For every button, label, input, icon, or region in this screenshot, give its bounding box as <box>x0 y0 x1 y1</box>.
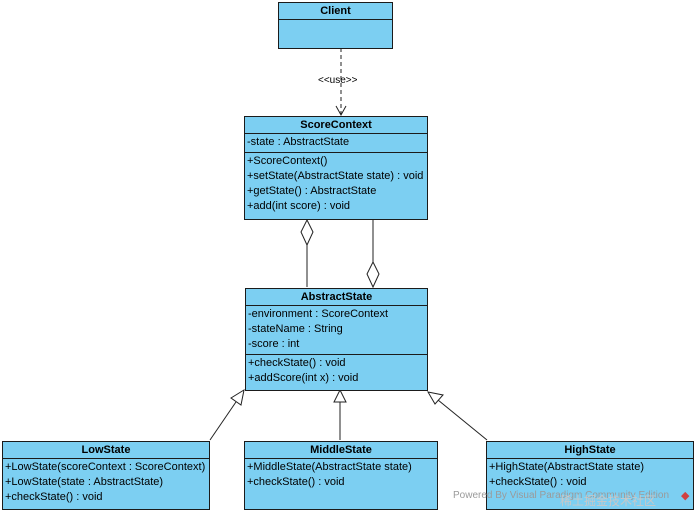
watermark-text: Powered By Visual Paradigm Community Edi… <box>453 490 670 501</box>
operation: +addScore(int x) : void <box>248 372 359 384</box>
attribute: -score : int <box>248 338 300 350</box>
generalization-line-low <box>209 398 239 441</box>
attribute: -state : AbstractState <box>247 136 350 148</box>
operation: +checkState() : void <box>5 491 103 503</box>
operation: +MiddleState(AbstractState state) <box>247 461 412 473</box>
abstract-state-attributes: -environment : ScoreContext -stateName :… <box>246 306 427 355</box>
attribute: -environment : ScoreContext <box>248 308 389 320</box>
generalization-arrowhead-low <box>230 388 245 406</box>
class-high-state-name: HighState <box>487 442 693 459</box>
class-abstract-state-name: AbstractState <box>246 289 427 306</box>
attribute: -stateName : String <box>248 323 343 335</box>
operation: +setState(AbstractState state) : void <box>247 170 424 182</box>
operation: +checkState() : void <box>489 476 587 488</box>
watermark-logo-icon: ◆ <box>681 490 690 502</box>
class-abstract-state: AbstractState -environment : ScoreContex… <box>245 288 428 391</box>
watermark-overlay: 稀土掘金技术社区 <box>560 494 657 508</box>
operation: +ScoreContext() <box>247 155 328 167</box>
middle-state-operations: +MiddleState(AbstractState state) +check… <box>245 459 437 492</box>
class-score-context: ScoreContext -state : AbstractState +Sco… <box>244 116 428 220</box>
high-state-operations: +HighState(AbstractState state) +checkSt… <box>487 459 693 492</box>
generalization-arrowhead-middle <box>333 388 347 403</box>
class-middle-state: MiddleState +MiddleState(AbstractState s… <box>244 441 438 510</box>
generalization-line-high <box>437 399 488 441</box>
use-dependency-arrowhead <box>335 105 347 117</box>
score-context-operations: +ScoreContext() +setState(AbstractState … <box>245 153 427 216</box>
class-high-state: HighState +HighState(AbstractState state… <box>486 441 694 510</box>
operation: +checkState() : void <box>247 476 345 488</box>
operation: +LowState(state : AbstractState) <box>5 476 164 488</box>
class-low-state: LowState +LowState(scoreContext : ScoreC… <box>2 441 210 510</box>
class-low-state-name: LowState <box>3 442 209 459</box>
low-state-operations: +LowState(scoreContext : ScoreContext) +… <box>3 459 209 507</box>
aggregation-diamond-context-side <box>300 218 314 247</box>
score-context-attributes: -state : AbstractState <box>245 134 427 153</box>
operation: +LowState(scoreContext : ScoreContext) <box>5 461 206 473</box>
aggregation-diamond-state-side <box>366 260 380 289</box>
operation: +checkState() : void <box>248 357 346 369</box>
class-client-name: Client <box>279 3 392 20</box>
operation: +getState() : AbstractState <box>247 185 377 197</box>
generalization-arrowhead-high <box>427 391 444 405</box>
operation: +add(int score) : void <box>247 200 351 212</box>
abstract-state-operations: +checkState() : void +addScore(int x) : … <box>246 355 427 388</box>
class-score-context-name: ScoreContext <box>245 117 427 134</box>
class-middle-state-name: MiddleState <box>245 442 437 459</box>
operation: +HighState(AbstractState state) <box>489 461 644 473</box>
class-client: Client <box>278 2 393 49</box>
use-stereotype-label: <<use>> <box>318 75 358 86</box>
